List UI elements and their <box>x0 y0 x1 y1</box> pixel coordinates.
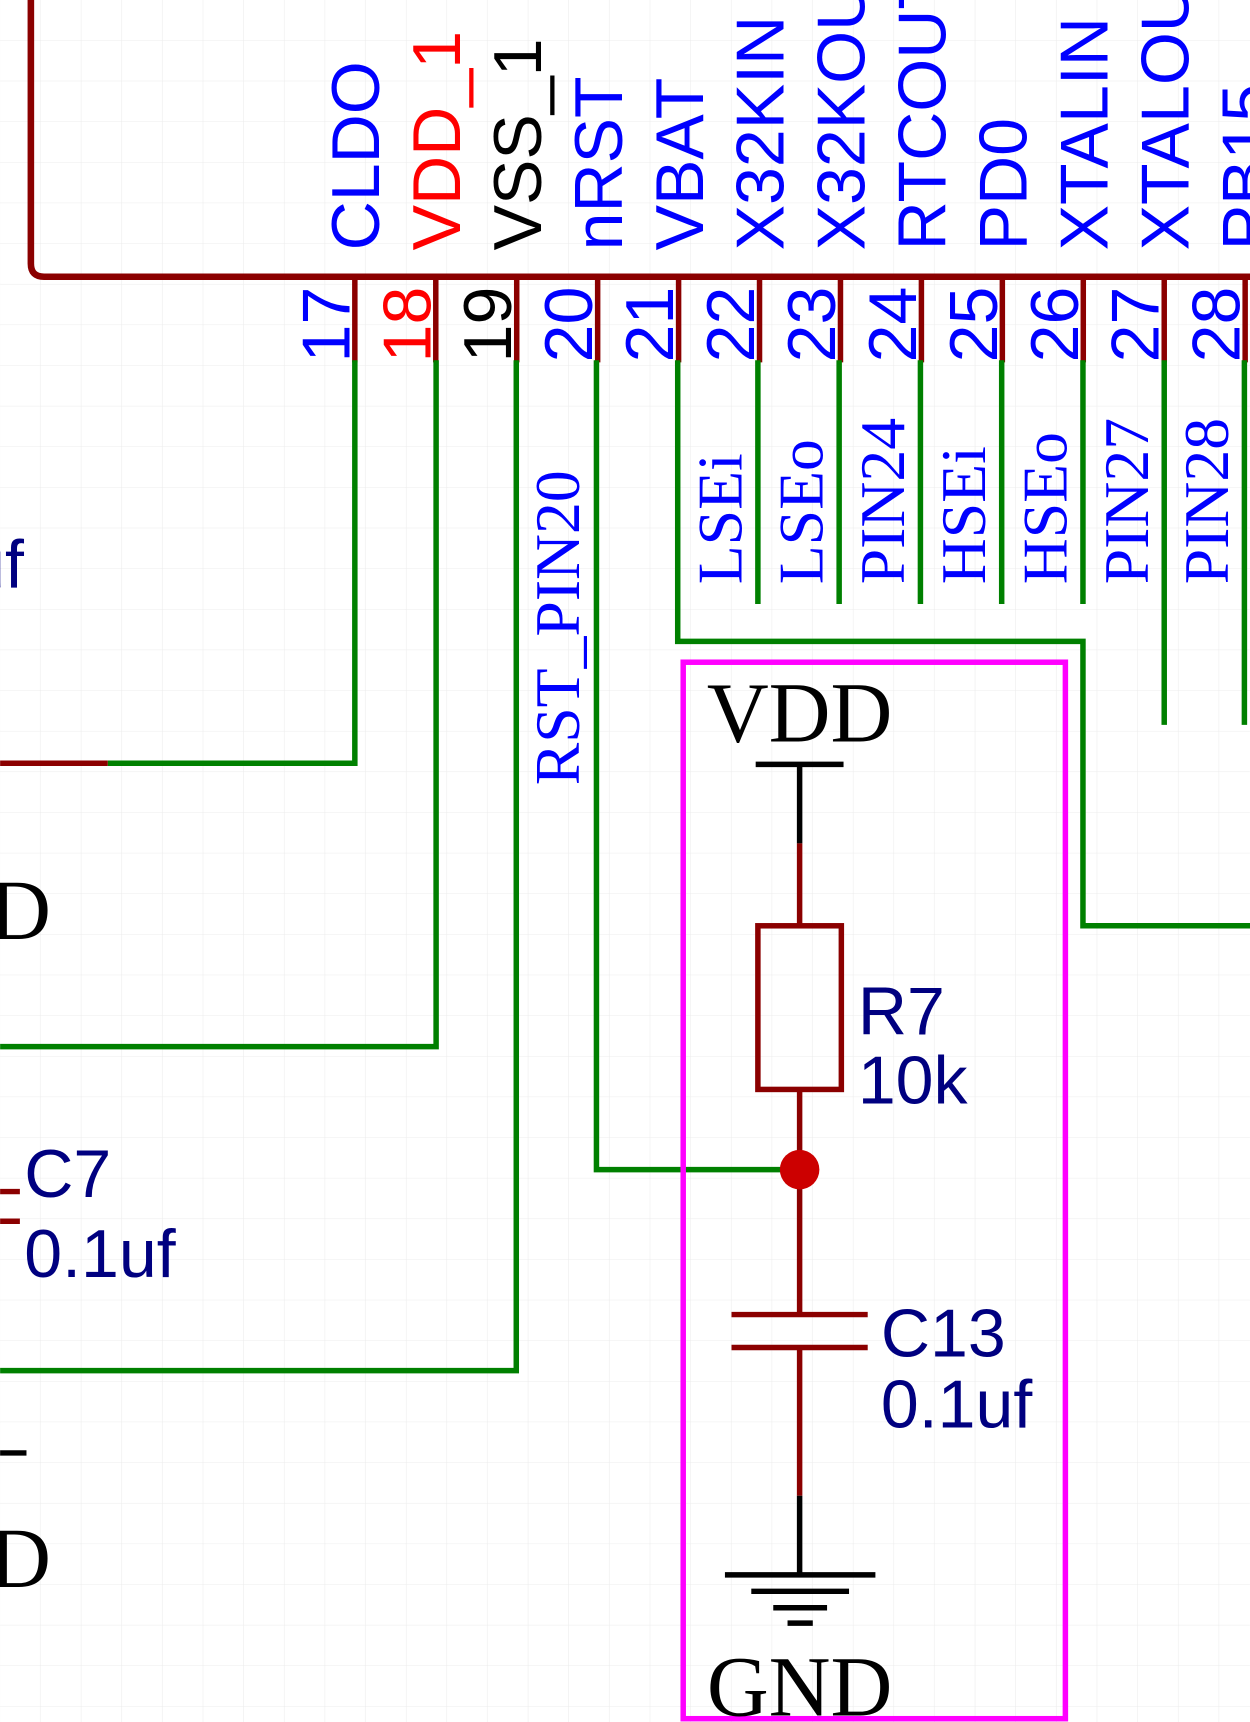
gnd-label: GND <box>707 1639 893 1722</box>
left-power-label-1: D <box>0 863 51 958</box>
pin-28-name: PB15 <box>1208 84 1250 251</box>
pin-23-number: 23 <box>774 287 850 363</box>
net-label-pin27: PIN27 <box>1091 418 1162 584</box>
ic-pins: CLDO 17 VDD_1 18 VSS_1 19 nRST 20 VBAT 21 X32KIN 22… <box>288 0 1250 363</box>
wire-cldo <box>107 360 358 767</box>
pin-25-name: PD0 <box>966 118 1042 250</box>
c7-value: 0.1uf <box>24 1216 176 1292</box>
c7-designator: C7 <box>24 1136 111 1212</box>
pin-20-number: 20 <box>531 287 607 363</box>
junction-dot <box>779 1149 820 1190</box>
c13-designator: C13 <box>881 1295 1006 1371</box>
c7-plates <box>0 1188 20 1224</box>
pin-28-number: 28 <box>1179 287 1250 363</box>
pin-24-name: RTCOUT <box>885 0 961 250</box>
pin-26-number: 26 <box>1017 287 1093 363</box>
ic-body-outline <box>27 0 1250 281</box>
ground-symbol <box>724 1495 876 1626</box>
pin-19-number: 19 <box>450 287 526 363</box>
pin-21-number: 21 <box>612 287 688 363</box>
pin-18-number: 18 <box>369 287 445 363</box>
pin-18-name: VDD_1 <box>399 31 475 250</box>
net-label-lsei: LSEi <box>684 453 755 584</box>
net-label-hsei: HSEi <box>928 446 999 584</box>
left-power-label-2: D <box>0 1511 51 1606</box>
net-label-lseo: LSEo <box>766 439 837 584</box>
pin-17-name: CLDO <box>318 61 394 250</box>
capacitor-c13[interactable] <box>731 1311 868 1496</box>
wire-vdd <box>0 360 439 1050</box>
pin-27-name: XTALOUT <box>1127 0 1203 250</box>
vdd-power-label: VDD <box>707 665 893 760</box>
pin-26-name: XTALIN <box>1046 17 1122 250</box>
wire-vbat <box>674 360 1250 929</box>
pin-25-number: 25 <box>936 287 1012 363</box>
net-labels: RST_PIN20 LSEi LSEo PIN24 HSEi HSEo PIN2… <box>522 418 1242 785</box>
pin-23-name: X32KOUT <box>804 0 880 250</box>
left-partial-circuit: uf D C7 0.1uf D <box>0 527 177 1606</box>
pin-27-number: 27 <box>1098 287 1174 363</box>
net-label-pin28: PIN28 <box>1171 418 1242 584</box>
wires <box>0 360 1250 1374</box>
pin-24-number: 24 <box>855 287 931 363</box>
pin-19-name: VSS_1 <box>480 38 556 250</box>
r7-value: 10k <box>858 1043 969 1119</box>
vdd-power-symbol <box>755 761 844 844</box>
left-cap-value: uf <box>0 527 25 603</box>
wire-nrst <box>593 360 800 1173</box>
pin-17-number: 17 <box>288 287 364 363</box>
c13-value: 0.1uf <box>881 1367 1033 1443</box>
wire-vss <box>0 360 520 1374</box>
net-label-rst-pin20: RST_PIN20 <box>522 470 593 785</box>
r7-designator: R7 <box>858 974 945 1050</box>
net-label-pin24: PIN24 <box>847 418 918 584</box>
highlight-box[interactable] <box>680 659 1069 1722</box>
pin-22-name: X32KIN <box>723 16 799 251</box>
pin-21-name: VBAT <box>642 78 718 251</box>
net-label-hseo: HSEo <box>1009 432 1080 584</box>
pin-20-name: nRST <box>561 76 637 250</box>
pin-22-number: 22 <box>693 287 769 363</box>
